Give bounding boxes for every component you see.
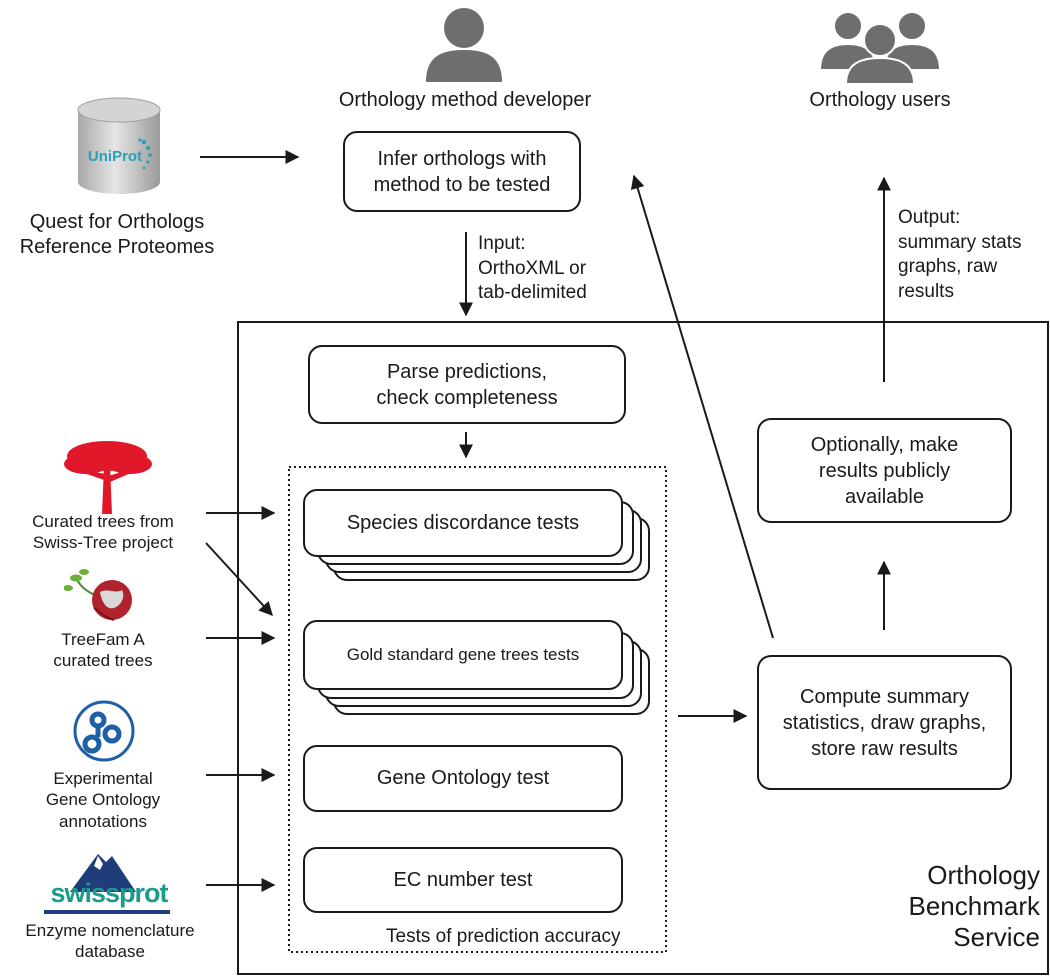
tests-frame (288, 466, 667, 953)
arrow-swisstree-to-gold (205, 542, 273, 617)
infer-orthologs-box: Infer orthologs with method to be tested (343, 131, 581, 212)
go-annotations-label: Experimental Gene Ontology annotations (45, 769, 161, 831)
enzyme-label: Enzyme nomenclature database (25, 921, 195, 962)
gold-standard-box: Gold standard gene trees tests (303, 620, 623, 690)
gene-ontology-icon (73, 700, 135, 762)
ec-number-test-box: EC number test (303, 847, 623, 913)
person-icon (426, 8, 502, 82)
parse-predictions-text: Parse predictions, check completeness (376, 360, 558, 409)
gold-standard-text: Gold standard gene trees tests (346, 645, 580, 664)
compute-summary-text: Compute summary statistics, draw graphs,… (782, 685, 987, 760)
gene-ontology-test-text: Gene Ontology test (376, 767, 550, 789)
swissprot-logo-text: swissprot (50, 878, 168, 908)
developer-label: Orthology method developer (338, 89, 592, 111)
database-cylinder-icon: UniProt (74, 96, 164, 196)
reference-proteomes-label: Quest for Orthologs Reference Proteomes (19, 211, 215, 258)
publish-results-box: Optionally, make results publicly availa… (757, 418, 1012, 523)
species-discordance-box: Species discordance tests (303, 489, 623, 557)
parse-predictions-box: Parse predictions, check completeness (308, 345, 626, 424)
input-label: Input: OrthoXML or tab-delimited (478, 233, 587, 304)
output-label: Output: summary stats graphs, raw result… (898, 207, 1022, 303)
publish-results-text: Optionally, make results publicly availa… (810, 433, 959, 508)
swiss-tree-label: Curated trees from Swiss-Tree project (32, 512, 174, 553)
globe-sprout-icon (64, 569, 132, 621)
red-tree-icon (64, 441, 152, 514)
infer-orthologs-text: Infer orthologs with method to be tested (373, 147, 551, 196)
ec-number-test-text: EC number test (393, 868, 533, 891)
compute-summary-box: Compute summary statistics, draw graphs,… (757, 655, 1012, 790)
uniprot-logo-text: UniProt (87, 148, 143, 165)
service-frame (237, 321, 1049, 975)
service-title: Orthology Benchmark Service (908, 860, 1041, 953)
users-label: Orthology users (809, 89, 951, 111)
mountain-logo-icon (44, 854, 170, 914)
species-discordance-text: Species discordance tests (346, 511, 580, 534)
tests-frame-label: Tests of prediction accuracy (386, 926, 621, 947)
treefam-label: TreeFam A curated trees (53, 630, 153, 671)
group-icon (818, 11, 942, 84)
arrow-compute-to-developer (630, 174, 774, 639)
gene-ontology-test-box: Gene Ontology test (303, 745, 623, 812)
